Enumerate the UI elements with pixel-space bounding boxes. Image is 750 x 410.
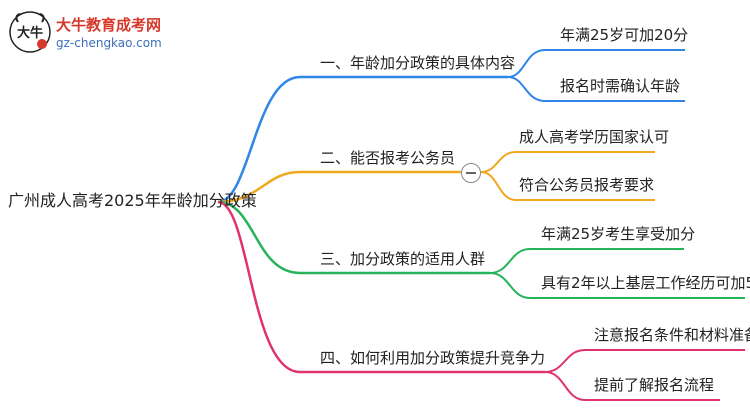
collapse-toggle-button[interactable] (461, 163, 481, 183)
connector-branch-3-leaf-1 (489, 248, 684, 274)
connector-root-branch-3 (217, 200, 301, 275)
connector-branch-1-leaf-1 (507, 49, 685, 78)
leaf-node-3-1[interactable]: 年满25岁考生享受加分 (541, 225, 696, 243)
connector-root-branch-1 (217, 75, 301, 204)
site-logo: 大牛 大牛教育成考网 gz-chengkao.com (8, 10, 238, 54)
branch-node-3[interactable]: 三、加分政策的适用人群 (320, 250, 486, 268)
connector-branch-3-leaf-2 (489, 272, 745, 299)
connector-branch-2-leaf-1 (480, 151, 655, 173)
leaf-node-4-2[interactable]: 提前了解报名流程 (594, 376, 715, 394)
bull-logo-icon: 大牛 (9, 11, 51, 53)
connector-branch-4-leaf-1 (544, 349, 745, 373)
branch-node-4[interactable]: 四、如何利用加分政策提升竞争力 (320, 349, 546, 367)
leaf-node-1-2[interactable]: 报名时需确认年龄 (560, 77, 681, 95)
logo-title: 大牛教育成考网 (56, 16, 162, 34)
leaf-node-1-1[interactable]: 年满25岁可加20分 (560, 26, 689, 44)
leaf-node-2-1[interactable]: 成人高考学历国家认可 (519, 128, 670, 146)
connector-root-branch-2 (217, 170, 301, 204)
connector-branch-1-leaf-2 (507, 76, 685, 102)
branch-node-2[interactable]: 二、能否报考公务员 (320, 149, 456, 167)
leaf-node-4-1[interactable]: 注意报名条件和材料准备 (594, 326, 750, 344)
logo-url: gz-chengkao.com (56, 36, 162, 50)
branch-node-1[interactable]: 一、年龄加分政策的具体内容 (320, 54, 516, 72)
connector-branch-2-leaf-2 (480, 171, 655, 201)
logo-mark-text: 大牛 (17, 25, 43, 41)
connector-root-branch-4 (217, 200, 301, 374)
connector-branch-4-leaf-2 (544, 371, 720, 401)
root-node[interactable]: 广州成人高考2025年年龄加分政策 (8, 191, 257, 210)
leaf-node-3-2[interactable]: 具有2年以上基层工作经历可加5分 (541, 274, 750, 292)
leaf-node-2-2[interactable]: 符合公务员报考要求 (519, 176, 655, 194)
